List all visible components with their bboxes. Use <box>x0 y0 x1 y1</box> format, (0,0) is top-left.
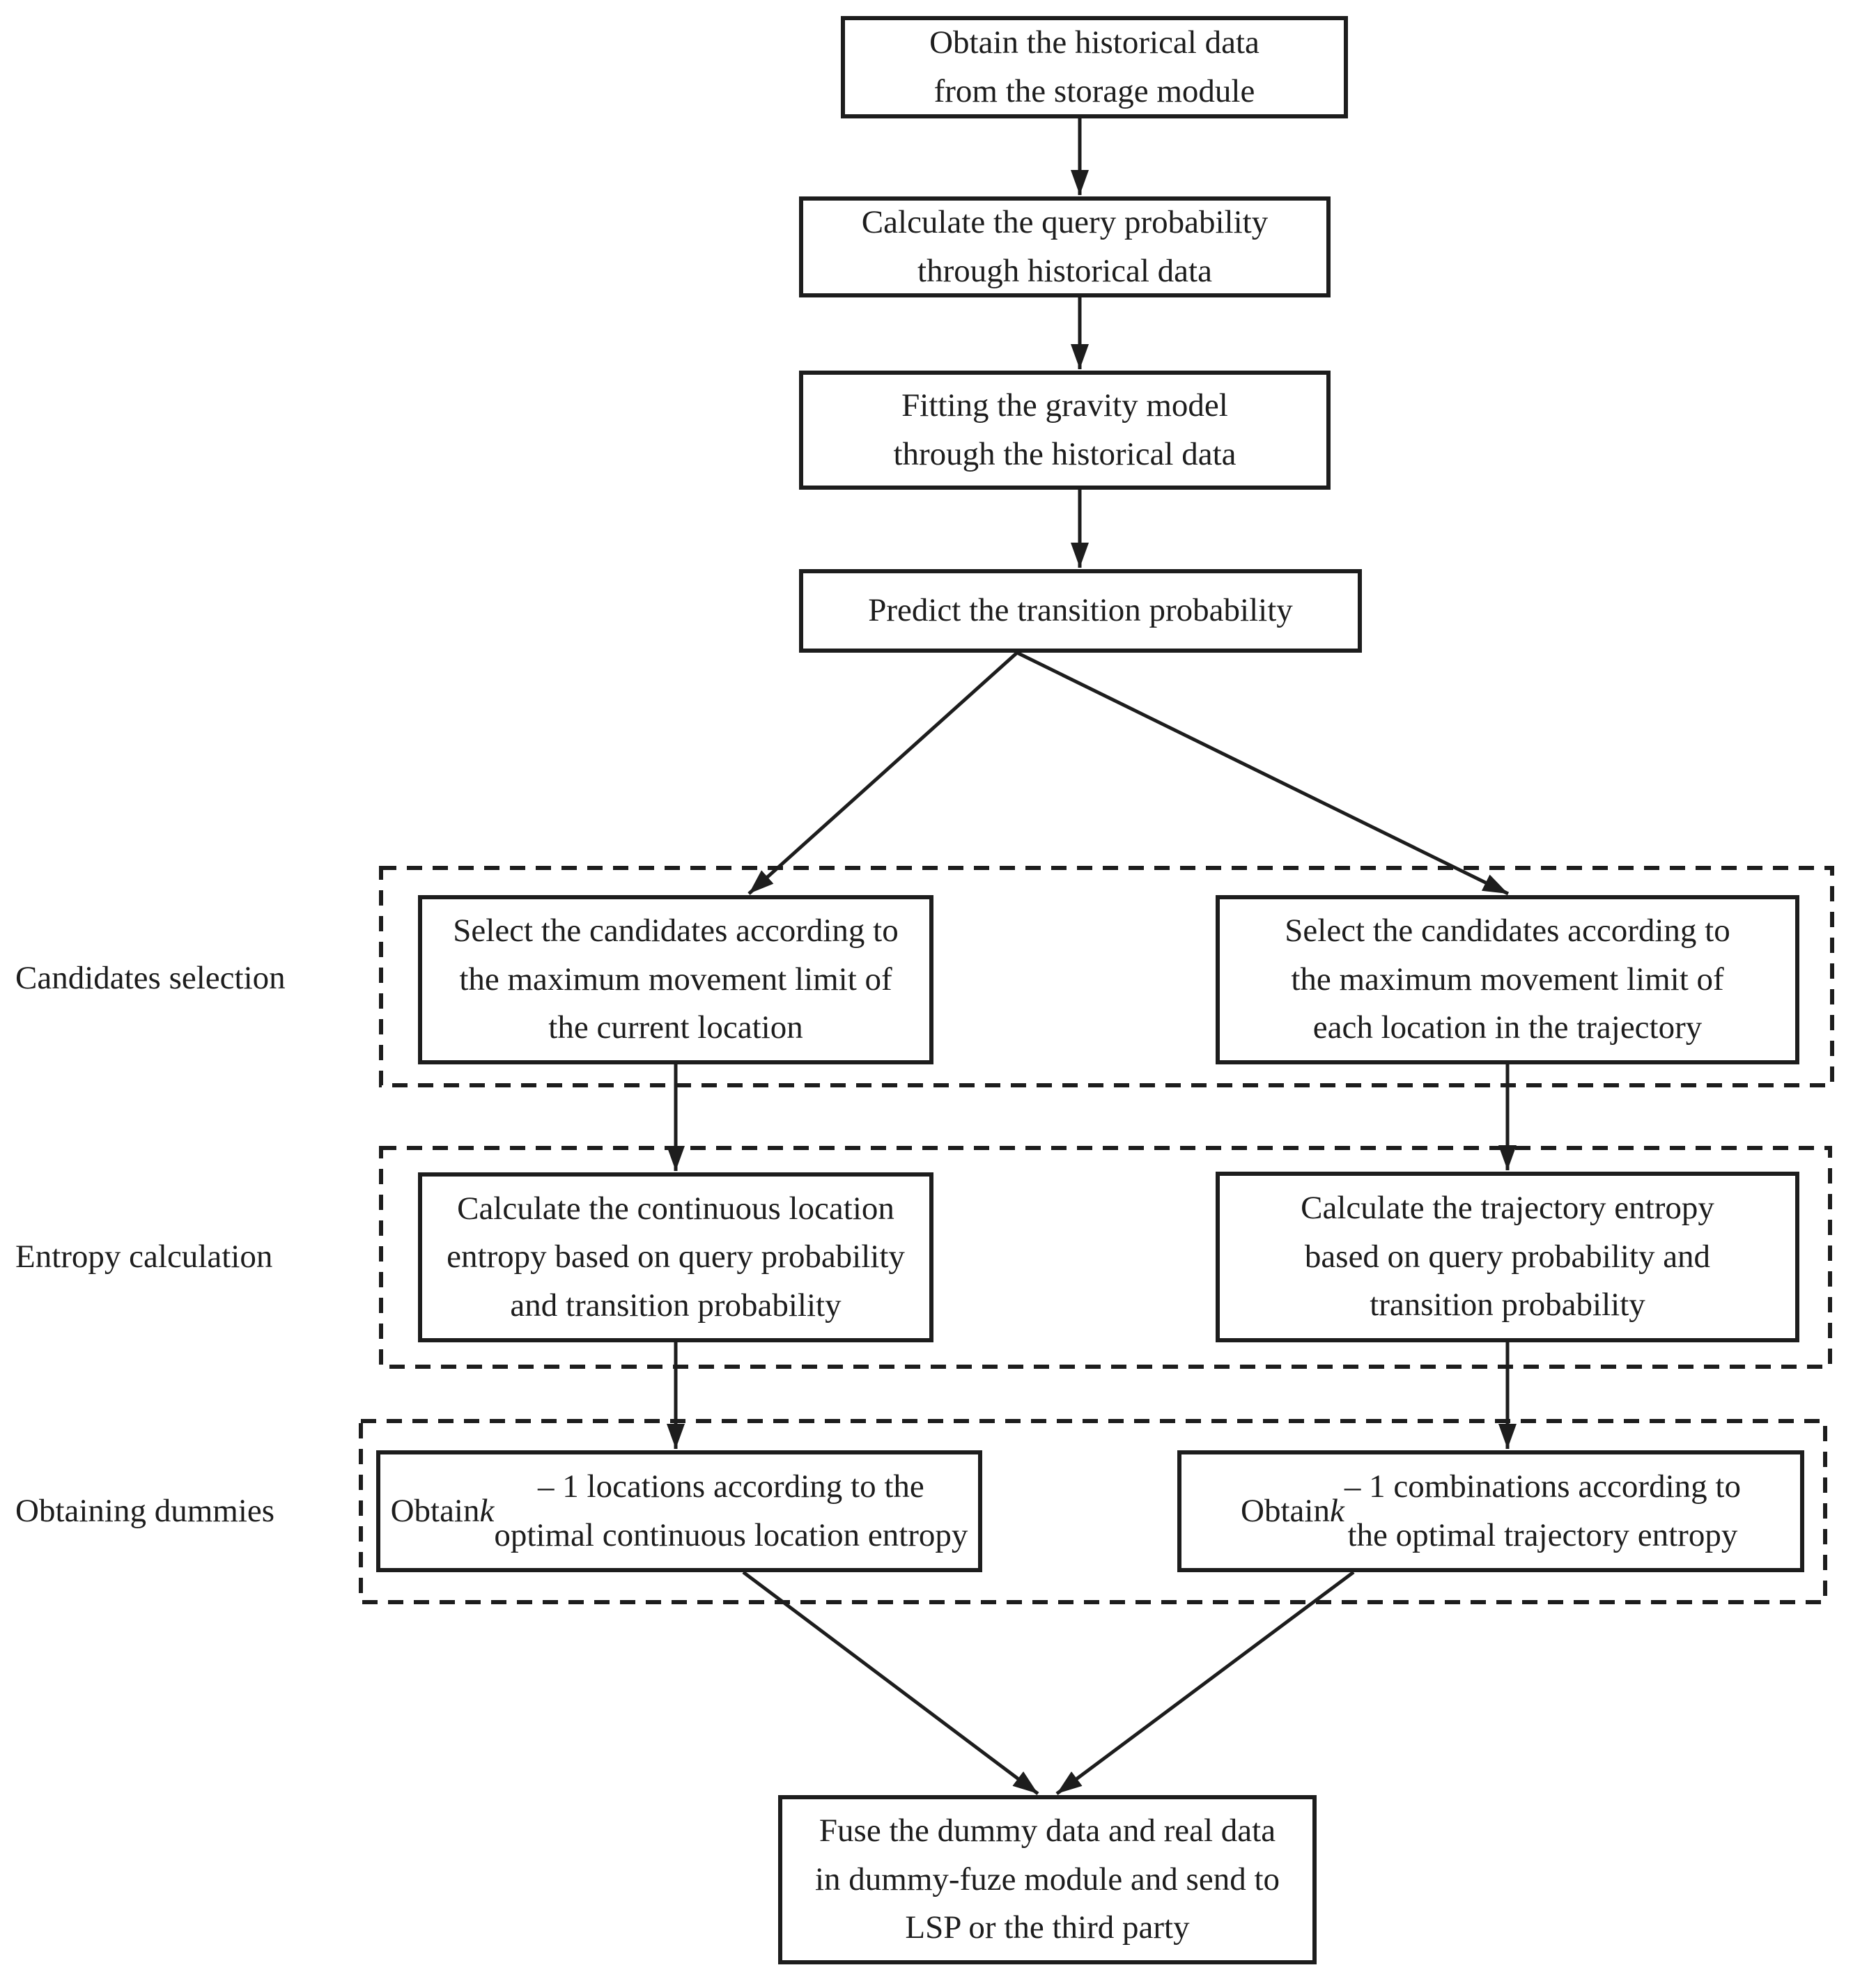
arrow-right-dummies-to-fuse <box>1055 1570 1355 1796</box>
node-predict-transition-probability: Predict the transition probability <box>799 569 1362 653</box>
stage-label-obtaining-dummies: Obtaining dummies <box>15 1493 275 1529</box>
arrow-predict-to-left-candidates <box>747 651 1018 895</box>
node-select-candidates-trajectory: Select the candidates according to the m… <box>1216 895 1799 1064</box>
arrow-predict-to-right-candidates <box>1016 651 1510 896</box>
node-obtain-k-1-locations: Obtain k – 1 locations according to the … <box>376 1450 982 1572</box>
stage-label-candidates-selection: Candidates selection <box>15 960 286 996</box>
arrow-left-dummies-to-fuse <box>742 1571 1039 1795</box>
node-fit-gravity-model: Fitting the gravity model through the hi… <box>799 371 1331 490</box>
group-outline-candidates-selection <box>379 866 1834 1087</box>
node-obtain-historical-data: Obtain the historical data from the stor… <box>841 16 1348 118</box>
node-trajectory-entropy: Calculate the trajectory entropy based o… <box>1216 1172 1799 1342</box>
group-outline-obtaining-dummies <box>359 1419 1827 1604</box>
node-select-candidates-current-location: Select the candidates according to the m… <box>418 895 933 1064</box>
group-outline-entropy-calculation <box>379 1146 1832 1369</box>
node-continuous-location-entropy: Calculate the continuous location entrop… <box>418 1172 933 1342</box>
node-fuse-dummy-real-data: Fuse the dummy data and real data in dum… <box>778 1795 1317 1964</box>
stage-label-entropy-calculation: Entropy calculation <box>15 1239 273 1275</box>
node-calculate-query-probability: Calculate the query probability through … <box>799 196 1331 297</box>
node-obtain-k-1-combinations: Obtain k – 1 combinations according to t… <box>1177 1450 1804 1572</box>
